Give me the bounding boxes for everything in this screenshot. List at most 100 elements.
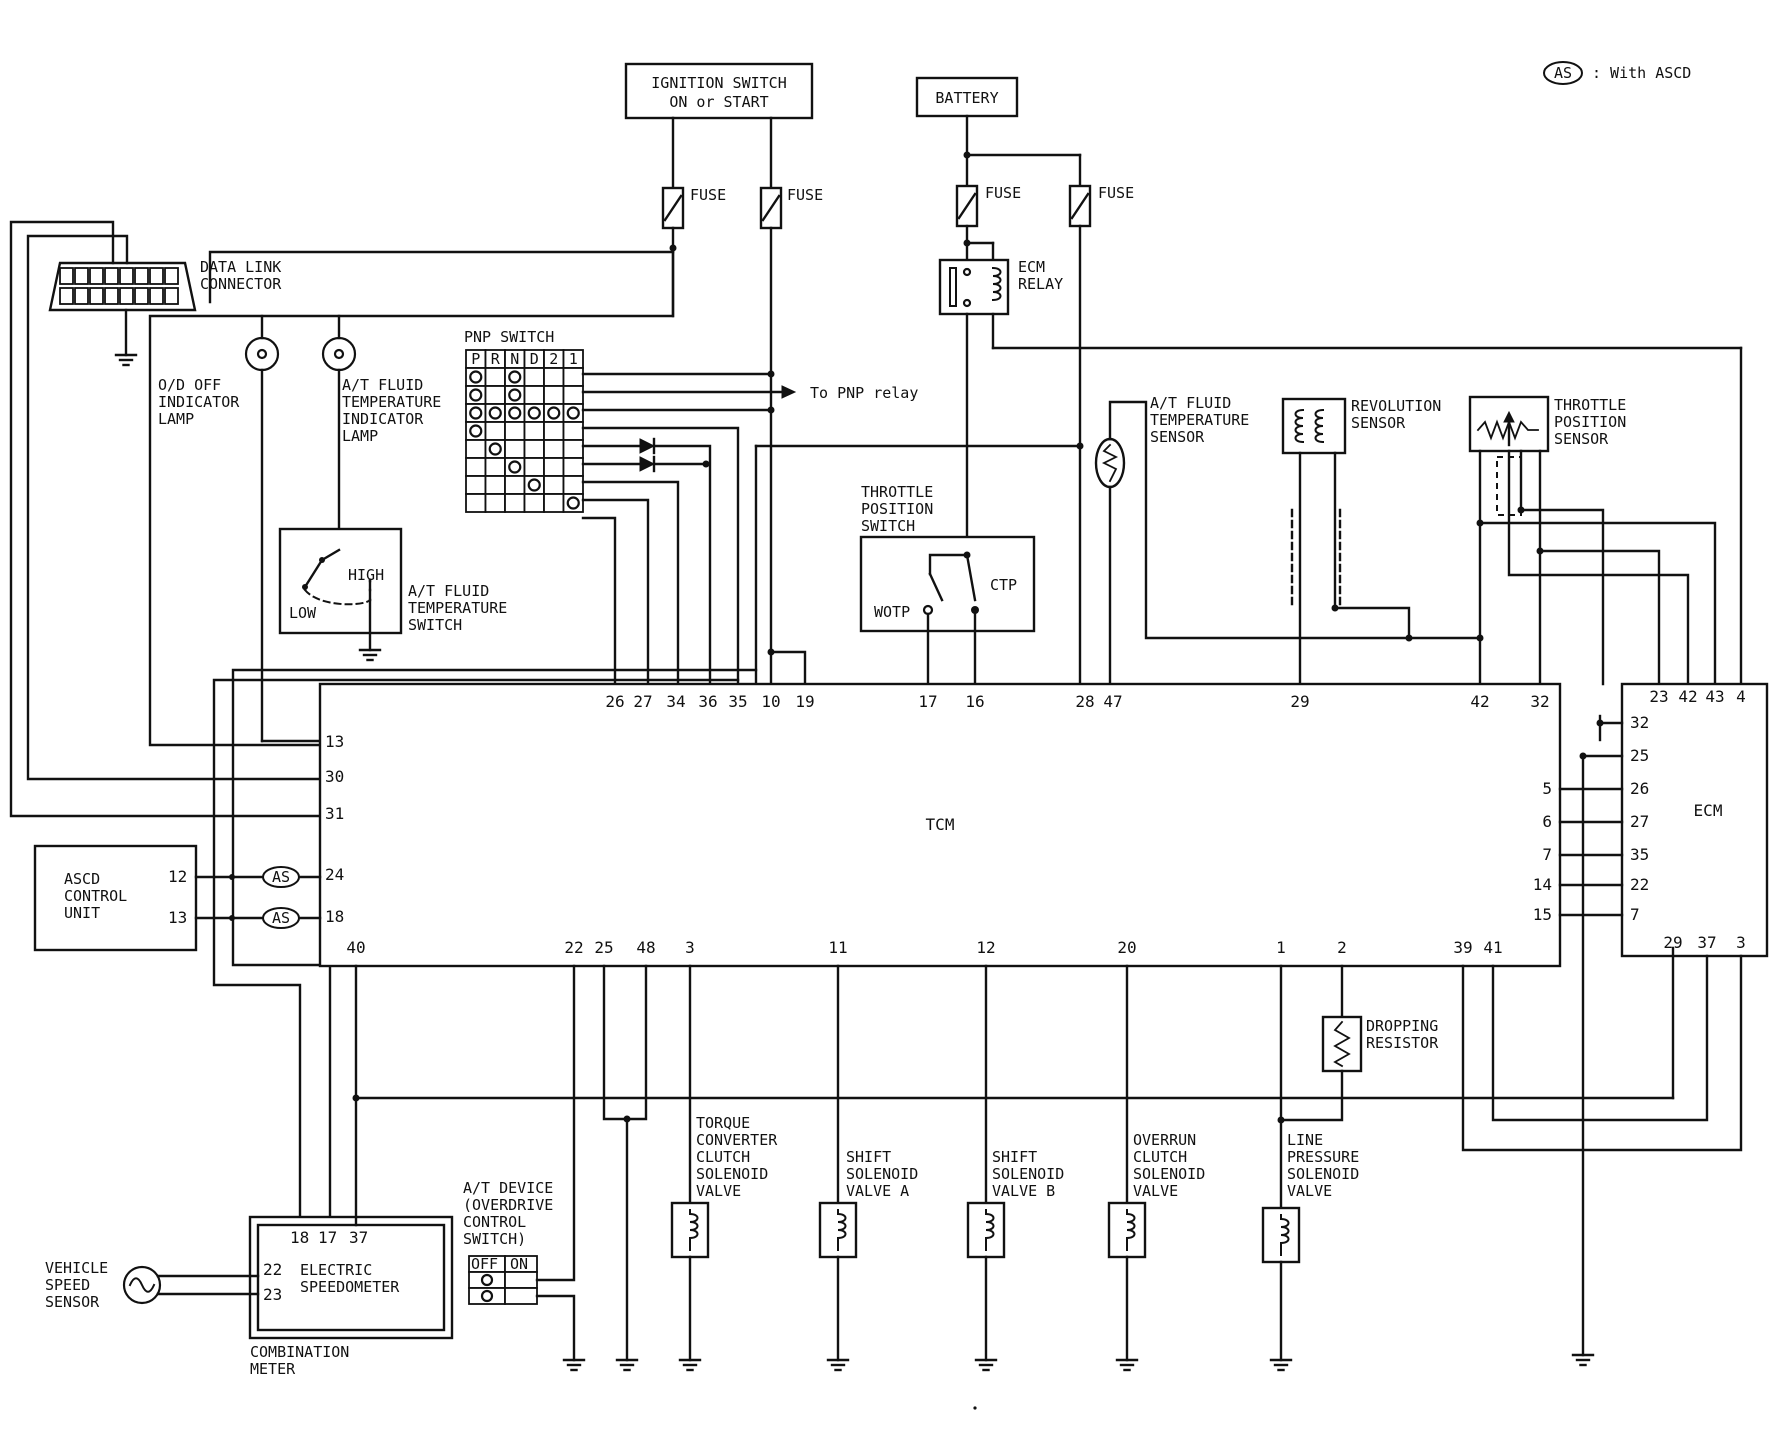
tp-sensor-label-3: SENSOR: [1554, 430, 1609, 448]
atf-switch-label-3: SWITCH: [408, 616, 462, 634]
vss-label-1: VEHICLE: [45, 1259, 108, 1277]
pnp-grid-cell: [504, 493, 526, 513]
atf-lamp-label-4: LAMP: [342, 427, 378, 445]
pnp-grid-cell: [484, 457, 506, 477]
pnp-grid-cell: [484, 385, 506, 405]
ground-at-device: [562, 1358, 586, 1372]
to-pnp-relay: To PNP relay: [810, 384, 918, 402]
pnp-grid-cell: [543, 457, 565, 477]
atf-temperature-switch: HIGH LOW A/T FLUID TEMPERATURE SWITCH: [278, 527, 507, 635]
fuse-1: [661, 186, 685, 230]
dlc-pin-cell: [119, 287, 134, 305]
atf-sensor-label-1: A/T FLUID: [1150, 394, 1231, 412]
tcm-pin-bottom-48: 48: [636, 938, 655, 957]
meter-caption-1: COMBINATION: [250, 1343, 349, 1361]
sa-label-1: SHIFT: [846, 1148, 891, 1166]
pnp-contact: [527, 406, 541, 420]
sb-label-2: SOLENOID: [992, 1165, 1064, 1183]
pnp-grid-cell: [523, 367, 545, 387]
pnp-contact: [547, 406, 561, 420]
data-link-connector: DATA LINK CONNECTOR: [48, 258, 282, 312]
meter-pin-23: 23: [263, 1285, 282, 1304]
lp-label-3: SOLENOID: [1287, 1165, 1359, 1183]
ecm-pin-top-42: 42: [1678, 687, 1697, 706]
tcm-pin-bottom-25: 25: [594, 938, 613, 957]
pnp-header-N: N: [510, 350, 519, 368]
line-pressure-solenoid: LINE PRESSURE SOLENOID VALVE: [1261, 964, 1359, 1372]
atf-lamp-label-1: A/T FLUID: [342, 376, 423, 394]
legend-text: : With ASCD: [1592, 64, 1691, 82]
ecm-pin-left-25: 25: [1630, 746, 1649, 765]
ecm-pin-left-32: 32: [1630, 713, 1649, 732]
pnp-grid-cell: [562, 385, 584, 405]
ecm-pin-left-22: 22: [1630, 875, 1649, 894]
oc-label-3: SOLENOID: [1133, 1165, 1205, 1183]
ground-shield: [615, 1358, 639, 1372]
tcm-label: TCM: [926, 815, 955, 834]
pnp-grid-cell: [484, 493, 506, 513]
pnp-grid-cell: [523, 457, 545, 477]
tps-ctp-label: CTP: [990, 576, 1017, 594]
tcm-pin-top-19: 19: [795, 692, 814, 711]
fuse-2-label: FUSE: [787, 186, 823, 204]
pnp-grid-cell: [562, 421, 584, 441]
tcm-pin-left-13: 13: [325, 732, 344, 751]
ecm-pin-left-7: 7: [1630, 905, 1640, 924]
ground-ecm: [1571, 1353, 1595, 1367]
ascd-control-unit: ASCD CONTROL UNIT 12 13: [33, 844, 198, 952]
tcm-pin-top-42: 42: [1470, 692, 1489, 711]
dlc-pin-cell: [134, 267, 149, 285]
pnp-grid-cell: [465, 457, 487, 477]
at-device-on: ON: [510, 1255, 528, 1273]
tcm-pin-bottom-40: 40: [346, 938, 365, 957]
pnp-grid-cell: [543, 475, 565, 495]
tcm-pin-bottom-41: 41: [1483, 938, 1502, 957]
ecm-pin-left-27: 27: [1630, 812, 1649, 831]
pnp-grid-cell: [465, 493, 487, 513]
atf-lamp-label-2: TEMPERATURE: [342, 393, 441, 411]
at-device-overdrive-switch: A/T DEVICE (OVERDRIVE CONTROL SWITCH) OF…: [463, 1179, 553, 1305]
data-link-label-1: DATA LINK: [200, 258, 281, 276]
shift-solenoid-valve-a: SHIFT SOLENOID VALVE A: [818, 964, 918, 1372]
pnp-grid-cell: [562, 457, 584, 477]
atf-switch-low: LOW: [289, 604, 317, 622]
pnp-contact: [527, 478, 541, 492]
ecm-pin-bottom-3: 3: [1736, 933, 1746, 952]
atf-sensor-label-3: SENSOR: [1150, 428, 1205, 446]
pnp-grid-cell: [504, 439, 526, 459]
atf-switch-high: HIGH: [348, 566, 384, 584]
ecm-pin-left-26: 26: [1630, 779, 1649, 798]
ecm-pin-top-4: 4: [1736, 687, 1746, 706]
meter-pin-22: 22: [263, 1260, 282, 1279]
pnp-contact: [488, 442, 502, 456]
as-badge-24: AS: [272, 868, 290, 886]
atf-temperature-sensor: A/T FLUID TEMPERATURE SENSOR: [1094, 394, 1249, 489]
tcm-pin-right-6: 6: [1542, 812, 1552, 831]
battery: BATTERY: [915, 76, 1019, 118]
ascd-pin-12: 12: [168, 867, 187, 886]
pnp-header-D: D: [530, 350, 539, 368]
at-device-label-3: CONTROL: [463, 1213, 526, 1231]
pnp-contact: [566, 496, 580, 510]
tcc-label-1: TORQUE: [696, 1114, 750, 1132]
dlc-pin-cell: [89, 267, 104, 285]
tcm-pin-right-14: 14: [1533, 875, 1552, 894]
ecm-pin-bottom-29: 29: [1663, 933, 1682, 952]
pnp-contact: [469, 370, 483, 384]
pnp-contact: [508, 406, 522, 420]
ignition-switch-state: ON or START: [669, 93, 768, 111]
pnp-grid-cell: [504, 475, 526, 495]
legend: AS : With ASCD: [1543, 61, 1691, 85]
pnp-grid-cell: [523, 493, 545, 513]
vss-label-2: SPEED: [45, 1276, 90, 1294]
dlc-pin-cell: [59, 287, 74, 305]
revolution-sensor-label-2: SENSOR: [1351, 414, 1406, 432]
fuse-3-label: FUSE: [985, 184, 1021, 202]
legend-badge: AS: [1554, 64, 1572, 82]
ecm-pin-bottom-37: 37: [1697, 933, 1716, 952]
at-device-label-4: SWITCH): [463, 1230, 526, 1248]
fuse-4: [1068, 184, 1092, 228]
ecm-relay-label-2: RELAY: [1018, 275, 1063, 293]
pnp-grid-cell: [465, 475, 487, 495]
